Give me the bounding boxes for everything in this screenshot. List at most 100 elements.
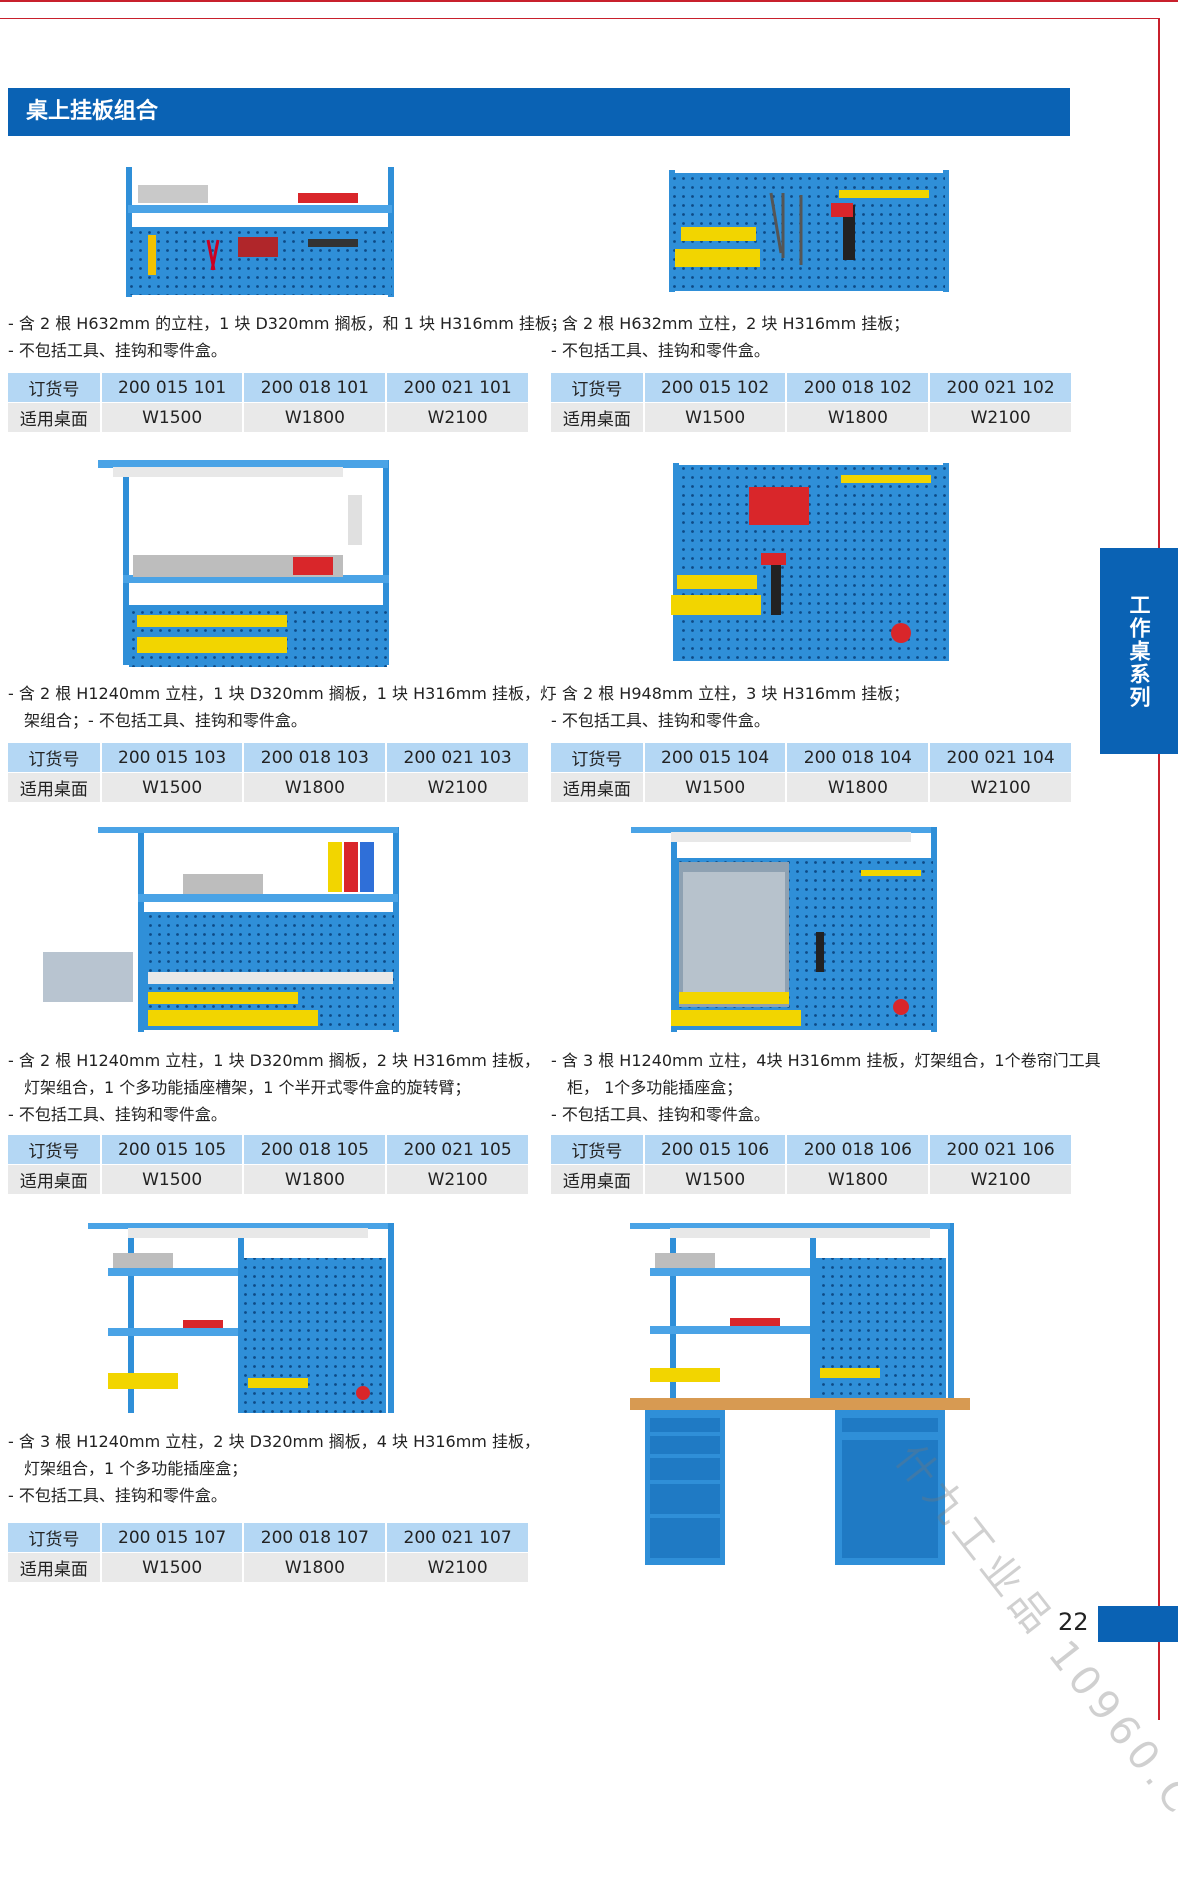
product-photo [43,827,399,1032]
description-line: 灯架组合，1 个多功能插座槽架，1 个半开式零件盒的旋转臂； [24,1078,471,1097]
order-number-label: 订货号 [8,373,101,403]
desk-size-label: 适用桌面 [8,1552,101,1582]
description-line: - 不包括工具、挂钩和零件盒。 [551,711,770,730]
desk-size: W2100 [385,1164,528,1194]
desk-size: W1800 [785,1164,930,1194]
order-number: 200 018 104 [785,743,930,773]
desk-size-row: 适用桌面 W1500 W1800 W2100 [8,1164,528,1194]
desk-size-label: 适用桌面 [8,1164,101,1194]
product-photo [98,460,389,667]
desk-size: W1800 [785,402,930,432]
spec-table: 订货号 200 015 107 200 018 107 200 021 107 … [8,1523,528,1582]
description-line: - 含 2 根 H632mm 立柱，2 块 H316mm 挂板； [551,314,910,333]
order-number: 200 015 104 [642,743,787,773]
desk-size-label: 适用桌面 [551,772,644,802]
description-line: - 含 2 根 H1240mm 立柱，1 块 D320mm 搁板，1 块 H31… [8,684,556,703]
order-number: 200 021 107 [385,1523,528,1553]
order-number-row: 订货号 200 015 104 200 018 104 200 021 104 [551,743,1071,773]
description-line: - 含 2 根 H1240mm 立柱，1 块 D320mm 搁板，2 块 H31… [8,1051,540,1070]
description-line: - 含 3 根 H1240mm 立柱，2 块 D320mm 搁板，4 块 H31… [8,1432,540,1451]
order-number-label: 订货号 [8,1135,101,1165]
order-number: 200 018 106 [785,1135,930,1165]
description-line: - 不包括工具、挂钩和零件盒。 [551,341,770,360]
order-number: 200 021 101 [385,373,528,403]
desk-size-row: 适用桌面 W1500 W1800 W2100 [551,772,1071,802]
description-line: 柜， 1个多功能插座盒； [567,1078,743,1097]
desk-size: W1500 [99,402,244,432]
product-photo [126,167,394,297]
order-number-row: 订货号 200 015 102 200 018 102 200 021 102 [551,373,1071,403]
description-line: 架组合；- 不包括工具、挂钩和零件盒。 [24,711,307,730]
desk-size: W1500 [642,402,787,432]
order-number-row: 订货号 200 015 105 200 018 105 200 021 105 [8,1135,528,1165]
spec-table: 订货号 200 015 103 200 018 103 200 021 103 … [8,743,528,802]
description-line: - 含 2 根 H948mm 立柱，3 块 H316mm 挂板； [551,684,910,703]
product-photo [671,463,949,661]
order-number-row: 订货号 200 015 103 200 018 103 200 021 103 [8,743,528,773]
page-number: 22 [1058,1608,1089,1636]
order-number-label: 订货号 [8,1523,101,1553]
order-number-label: 订货号 [551,373,644,403]
order-number: 200 018 107 [242,1523,387,1553]
product-description: - 含 2 根 H632mm 的立柱，1 块 D320mm 搁板，和 1 块 H… [8,310,567,364]
desk-size: W1500 [99,772,244,802]
desk-size: W1500 [99,1552,244,1582]
desk-size: W1800 [242,1164,387,1194]
order-number: 200 021 104 [928,743,1071,773]
product-description: - 含 3 根 H1240mm 立柱，4块 H316mm 挂板，灯架组合，1个卷… [551,1047,1101,1128]
page-tab [1098,1606,1178,1642]
order-number-row: 订货号 200 015 106 200 018 106 200 021 106 [551,1135,1071,1165]
order-number-label: 订货号 [551,1135,644,1165]
order-number: 200 015 101 [99,373,244,403]
side-category-tab[interactable]: 工作桌系列 [1100,548,1178,754]
desk-size: W1500 [642,772,787,802]
order-number: 200 015 102 [642,373,787,403]
order-number: 200 018 102 [785,373,930,403]
product-photo [669,170,949,292]
spec-table: 订货号 200 015 105 200 018 105 200 021 105 … [8,1135,528,1194]
order-number: 200 021 105 [385,1135,528,1165]
product-description: - 含 2 根 H948mm 立柱，3 块 H316mm 挂板； - 不包括工具… [551,680,1091,734]
desk-size-row: 适用桌面 W1500 W1800 W2100 [8,1552,528,1582]
order-number: 200 021 106 [928,1135,1071,1165]
desk-size-row: 适用桌面 W1500 W1800 W2100 [551,1164,1071,1194]
order-number: 200 018 101 [242,373,387,403]
product-photo [88,1223,394,1413]
order-number: 200 015 105 [99,1135,244,1165]
spec-table: 订货号 200 015 102 200 018 102 200 021 102 … [551,373,1071,432]
desk-size: W2100 [928,402,1071,432]
product-description: - 含 2 根 H1240mm 立柱，1 块 D320mm 搁板，2 块 H31… [8,1047,548,1128]
desk-size-row: 适用桌面 W1500 W1800 W2100 [551,402,1071,432]
order-number: 200 015 103 [99,743,244,773]
description-line: - 含 3 根 H1240mm 立柱，4块 H316mm 挂板，灯架组合，1个卷… [551,1051,1101,1070]
desk-size: W1800 [242,772,387,802]
desk-size-row: 适用桌面 W1500 W1800 W2100 [8,772,528,802]
desk-size: W2100 [385,772,528,802]
order-number: 200 015 107 [99,1523,244,1553]
side-tab-label: 工作桌系列 [1127,593,1151,709]
desk-size-row: 适用桌面 W1500 W1800 W2100 [8,402,528,432]
product-description: - 含 3 根 H1240mm 立柱，2 块 D320mm 搁板，4 块 H31… [8,1428,548,1509]
product-photo [631,827,937,1032]
page-frame-topline [0,18,1160,19]
order-number: 200 021 103 [385,743,528,773]
desk-size: W1800 [785,772,930,802]
desk-size: W1500 [642,1164,787,1194]
product-description: - 含 2 根 H632mm 立柱，2 块 H316mm 挂板； - 不包括工具… [551,310,1091,364]
description-line: - 不包括工具、挂钩和零件盒。 [8,1105,227,1124]
desk-size: W2100 [928,1164,1071,1194]
desk-size-label: 适用桌面 [551,402,644,432]
desk-size: W2100 [385,402,528,432]
page-frame-right [1158,18,1160,1720]
order-number: 200 015 106 [642,1135,787,1165]
spec-table: 订货号 200 015 106 200 018 106 200 021 106 … [551,1135,1071,1194]
description-line: - 不包括工具、挂钩和零件盒。 [8,1486,227,1505]
order-number-row: 订货号 200 015 107 200 018 107 200 021 107 [8,1523,528,1553]
desk-size-label: 适用桌面 [8,402,101,432]
desk-size: W1800 [242,1552,387,1582]
description-line: 灯架组合，1 个多功能插座盒； [24,1459,248,1478]
desk-size: W2100 [385,1552,528,1582]
product-description: - 含 2 根 H1240mm 立柱，1 块 D320mm 搁板，1 块 H31… [8,680,556,734]
order-number: 200 018 105 [242,1135,387,1165]
section-title: 桌上挂板组合 [8,88,1070,136]
